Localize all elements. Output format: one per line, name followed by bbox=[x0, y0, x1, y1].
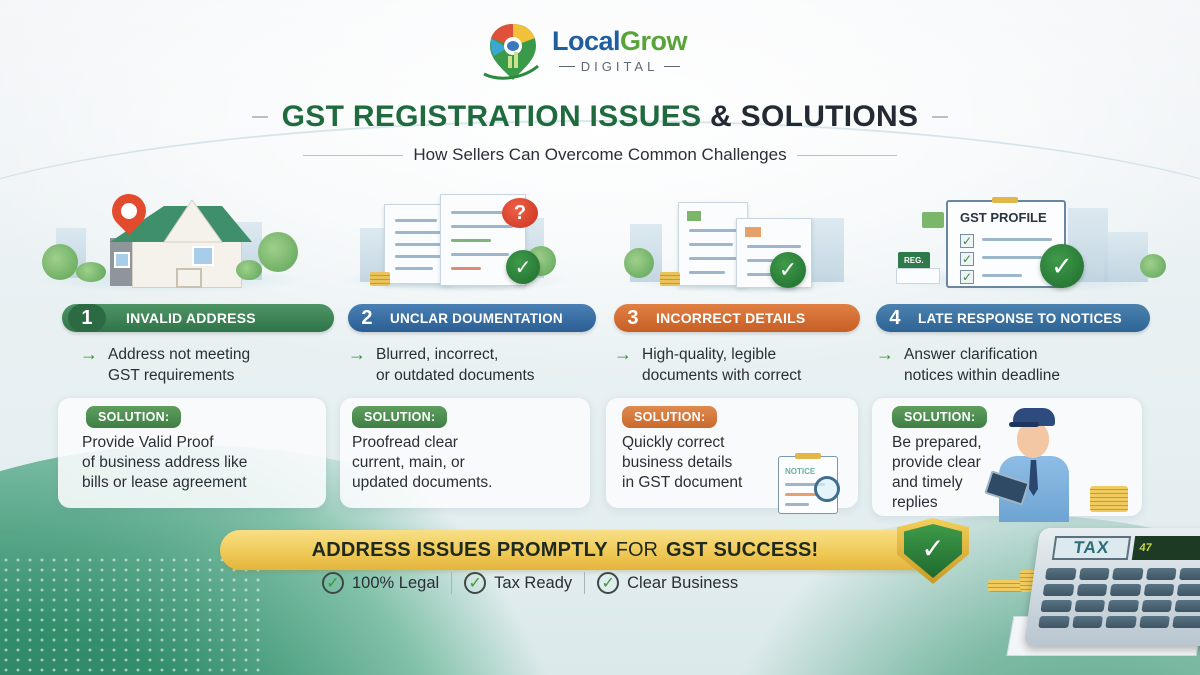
solution-label: SOLUTION: bbox=[86, 406, 182, 428]
issue-number: 3 bbox=[627, 306, 639, 329]
magnifier-icon bbox=[814, 476, 840, 502]
check-badge-icon: ✓ bbox=[770, 252, 806, 288]
documents-verified-illustration: ✓ bbox=[620, 188, 860, 293]
logo-subtitle: DIGITAL bbox=[580, 59, 659, 74]
issue-header-invalid-address: 1 INVALID ADDRESS bbox=[62, 304, 334, 332]
solution-card: SOLUTION: Proofread clear current, main,… bbox=[340, 398, 590, 508]
issue-title: INCORRECT DETAILS bbox=[656, 310, 806, 326]
issue-title: INVALID ADDRESS bbox=[126, 310, 256, 326]
issue-header-incorrect-details: 3 INCORRECT DETAILS bbox=[614, 304, 860, 332]
check-circle-icon: ✓ bbox=[597, 572, 620, 594]
arrow-right-icon: → bbox=[614, 344, 632, 364]
background-dots bbox=[0, 555, 260, 675]
calculator-icon: TAX 47 bbox=[1023, 528, 1200, 646]
documents-question-illustration: ? ✓ bbox=[340, 188, 570, 293]
issue-problem: → Address not meeting GST requirements bbox=[80, 344, 251, 384]
arrow-right-icon: → bbox=[348, 344, 366, 364]
issue-number: 2 bbox=[361, 306, 373, 329]
arrow-right-icon: → bbox=[80, 344, 98, 364]
call-to-action-banner: ADDRESS ISSUES PROMPTLY FOR GST SUCCESS! bbox=[220, 530, 950, 570]
gst-profile-illustration: REG. GST PROFILE ✓ ✓ ✓ ✓ bbox=[890, 188, 1170, 293]
background-arc bbox=[0, 120, 1200, 380]
badge-legal: ✓ 100% Legal bbox=[322, 572, 439, 594]
issue-problem: → High-quality, legible documents with c… bbox=[614, 344, 802, 384]
issue-card-1: 1 INVALID ADDRESS → Address not meeting … bbox=[58, 304, 334, 508]
check-circle-icon: ✓ bbox=[322, 572, 344, 594]
issue-header-late-response: 4 LATE RESPONSE TO NOTICES bbox=[876, 304, 1150, 332]
solution-label: SOLUTION: bbox=[352, 406, 448, 428]
badge-tax-ready: ✓ Tax Ready bbox=[464, 572, 572, 594]
issue-number: 4 bbox=[889, 306, 901, 329]
solution-label: SOLUTION: bbox=[892, 406, 988, 428]
solution-label: SOLUTION: bbox=[622, 406, 718, 428]
divider bbox=[451, 572, 453, 594]
page-subtitle: How Sellers Can Overcome Common Challeng… bbox=[0, 145, 1200, 165]
issue-card-4: 4 LATE RESPONSE TO NOTICES → Answer clar… bbox=[872, 304, 1156, 516]
gold-coins-icon bbox=[1090, 486, 1128, 512]
reg-tag: REG. bbox=[898, 252, 930, 269]
divider bbox=[584, 572, 586, 594]
issue-header-unclear-documentation: 2 UNCLAR DOUMENTATION bbox=[348, 304, 596, 332]
badge-clear-business: ✓ Clear Business bbox=[597, 572, 738, 594]
check-badge-icon: ✓ bbox=[1040, 244, 1084, 288]
issue-title: UNCLAR DOUMENTATION bbox=[390, 310, 563, 326]
gst-profile-card: GST PROFILE ✓ ✓ ✓ bbox=[946, 197, 1066, 288]
brand-logo: LocalGrow DIGITAL bbox=[480, 18, 688, 84]
solution-card: SOLUTION: Provide Valid Proof of busines… bbox=[58, 398, 326, 508]
issue-problem: → Answer clarification notices within de… bbox=[876, 344, 1060, 384]
house-illustration bbox=[36, 186, 306, 293]
issue-card-2: 2 UNCLAR DOUMENTATION → Blurred, incorre… bbox=[340, 304, 598, 508]
arrow-right-icon: → bbox=[876, 344, 894, 364]
tax-officer-illustration bbox=[984, 404, 1085, 522]
issue-problem: → Blurred, incorrect, or outdated docume… bbox=[348, 344, 535, 384]
issue-card-3: 3 INCORRECT DETAILS → High-quality, legi… bbox=[606, 304, 864, 508]
logo-wordmark: LocalGrow bbox=[552, 26, 688, 56]
feature-badges: ✓ 100% Legal ✓ Tax Ready ✓ Clear Busines… bbox=[322, 572, 738, 594]
issue-number: 1 bbox=[68, 304, 106, 332]
issue-title: LATE RESPONSE TO NOTICES bbox=[918, 310, 1122, 326]
notice-clipboard-icon: NOTICE bbox=[778, 453, 838, 514]
location-pin-chart-icon bbox=[480, 18, 546, 84]
check-badge-icon: ✓ bbox=[506, 250, 540, 284]
check-circle-icon: ✓ bbox=[464, 572, 487, 594]
page-title: GST REGISTRATION ISSUES & SOLUTIONS bbox=[0, 100, 1200, 134]
question-mark-icon: ? bbox=[502, 198, 538, 228]
